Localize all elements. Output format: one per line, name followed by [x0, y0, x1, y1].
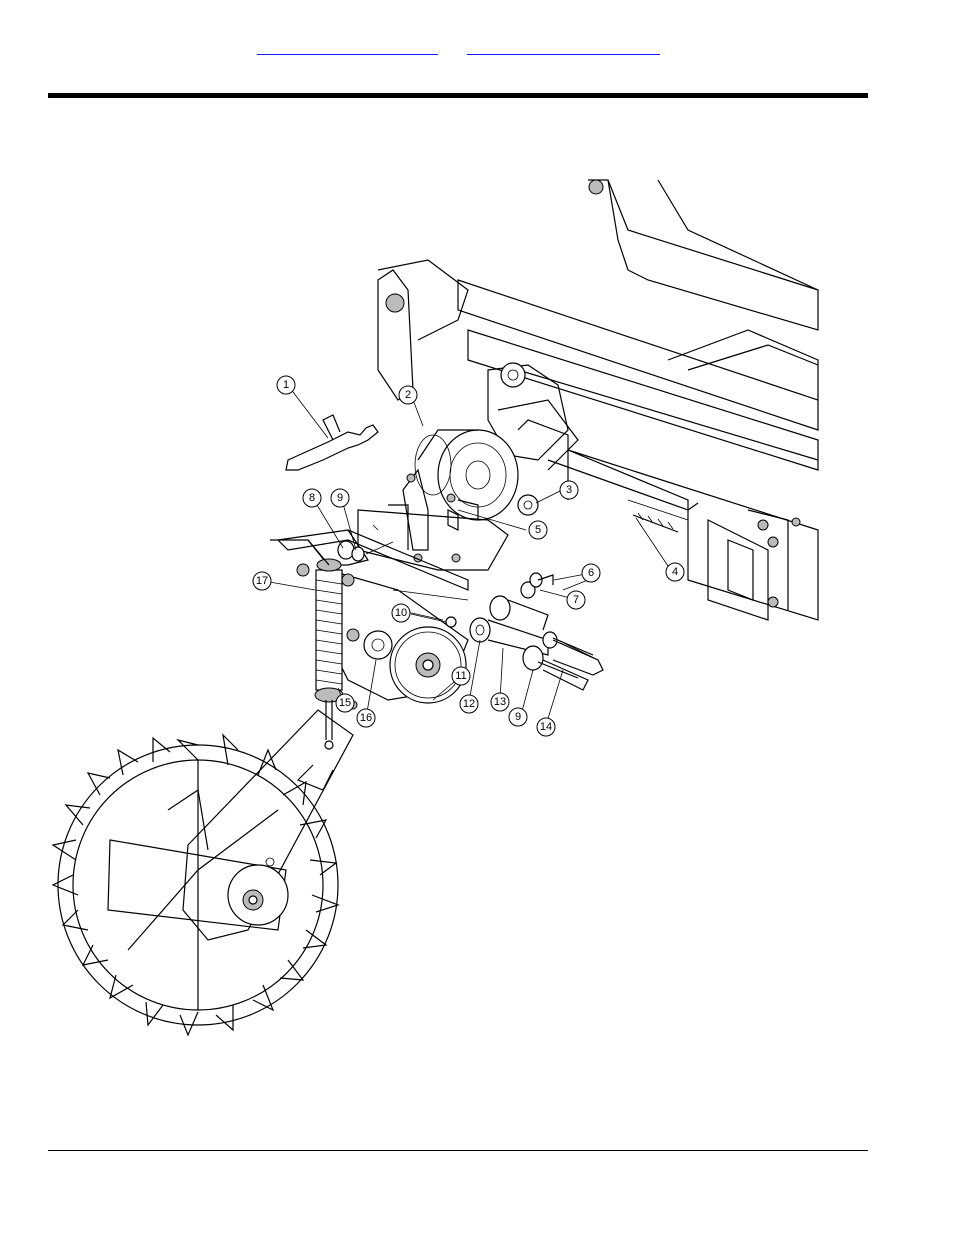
footer-rule — [48, 1150, 868, 1151]
callout-9a: 9 — [331, 489, 349, 507]
header-rule — [48, 93, 868, 98]
svg-text:8: 8 — [309, 492, 315, 504]
callout-3: 3 — [560, 481, 578, 499]
callout-13: 13 — [491, 693, 509, 711]
svg-text:16: 16 — [360, 712, 372, 724]
svg-text:1: 1 — [283, 379, 289, 391]
callout-11: 11 — [452, 667, 470, 685]
callout-10: 10 — [392, 604, 410, 622]
svg-text:5: 5 — [535, 524, 541, 536]
svg-text:17: 17 — [256, 575, 268, 587]
header-link-1[interactable] — [257, 40, 438, 55]
callout-15: 15 — [336, 694, 354, 712]
svg-text:9: 9 — [337, 492, 343, 504]
callout-4: 4 — [666, 563, 684, 581]
parts-exploded-drawing: 1 2 3 4 5 6 7 8 9 9 10 11 12 13 14 15 16… — [48, 170, 838, 1050]
clutch-assembly — [358, 363, 578, 570]
callout-9b: 9 — [509, 708, 527, 726]
callout-1: 1 — [277, 376, 295, 394]
small-sprocket-3 — [518, 495, 538, 515]
shaft-spacers — [470, 573, 603, 690]
header-link-2[interactable] — [467, 40, 660, 55]
svg-text:15: 15 — [339, 697, 351, 709]
callout-8: 8 — [303, 489, 321, 507]
callout-5: 5 — [529, 521, 547, 539]
svg-text:4: 4 — [672, 566, 678, 578]
callout-12: 12 — [460, 695, 478, 713]
svg-text:9: 9 — [515, 711, 521, 723]
svg-text:10: 10 — [395, 607, 407, 619]
spacers-8-9 — [338, 541, 393, 561]
svg-text:12: 12 — [463, 698, 475, 710]
lever-part-1 — [286, 415, 378, 470]
callout-17: 17 — [253, 572, 271, 590]
toolbar-frame — [378, 180, 818, 620]
callout-6: 6 — [582, 564, 600, 582]
callout-7: 7 — [567, 591, 585, 609]
svg-text:6: 6 — [588, 567, 594, 579]
callout-14: 14 — [537, 718, 555, 736]
idler-sprocket-16 — [364, 631, 392, 659]
svg-text:2: 2 — [405, 389, 411, 401]
callout-16: 16 — [357, 709, 375, 727]
large-sprocket-11 — [390, 627, 466, 703]
svg-text:13: 13 — [494, 696, 506, 708]
svg-text:11: 11 — [455, 670, 466, 682]
svg-text:14: 14 — [540, 721, 552, 733]
svg-text:7: 7 — [573, 594, 579, 606]
callout-2: 2 — [399, 386, 417, 404]
drive-wheel — [53, 710, 353, 1035]
svg-text:3: 3 — [566, 484, 572, 496]
